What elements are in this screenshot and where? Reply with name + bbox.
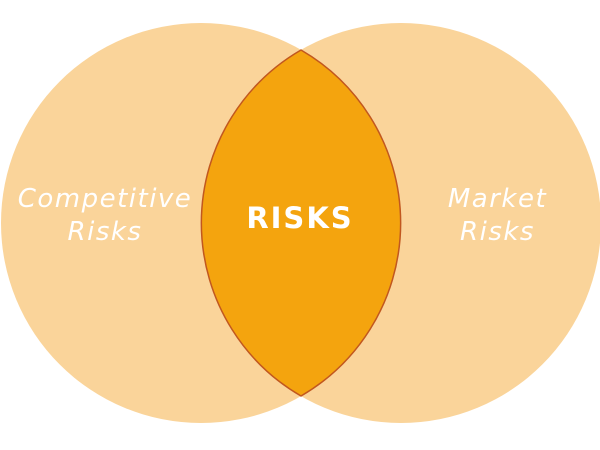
left-label-line-1: Competitive — [17, 184, 193, 214]
market-risks-label: Market Risks — [410, 183, 585, 248]
right-label-line-2: Risks — [460, 216, 535, 247]
competitive-risks-label: Competitive Risks — [15, 183, 195, 248]
left-label-line-2: Risks — [67, 216, 143, 247]
right-label-line-1: Market — [447, 184, 548, 214]
risks-intersection-label: RISKS — [246, 201, 354, 235]
intersection-lens — [200, 49, 402, 397]
